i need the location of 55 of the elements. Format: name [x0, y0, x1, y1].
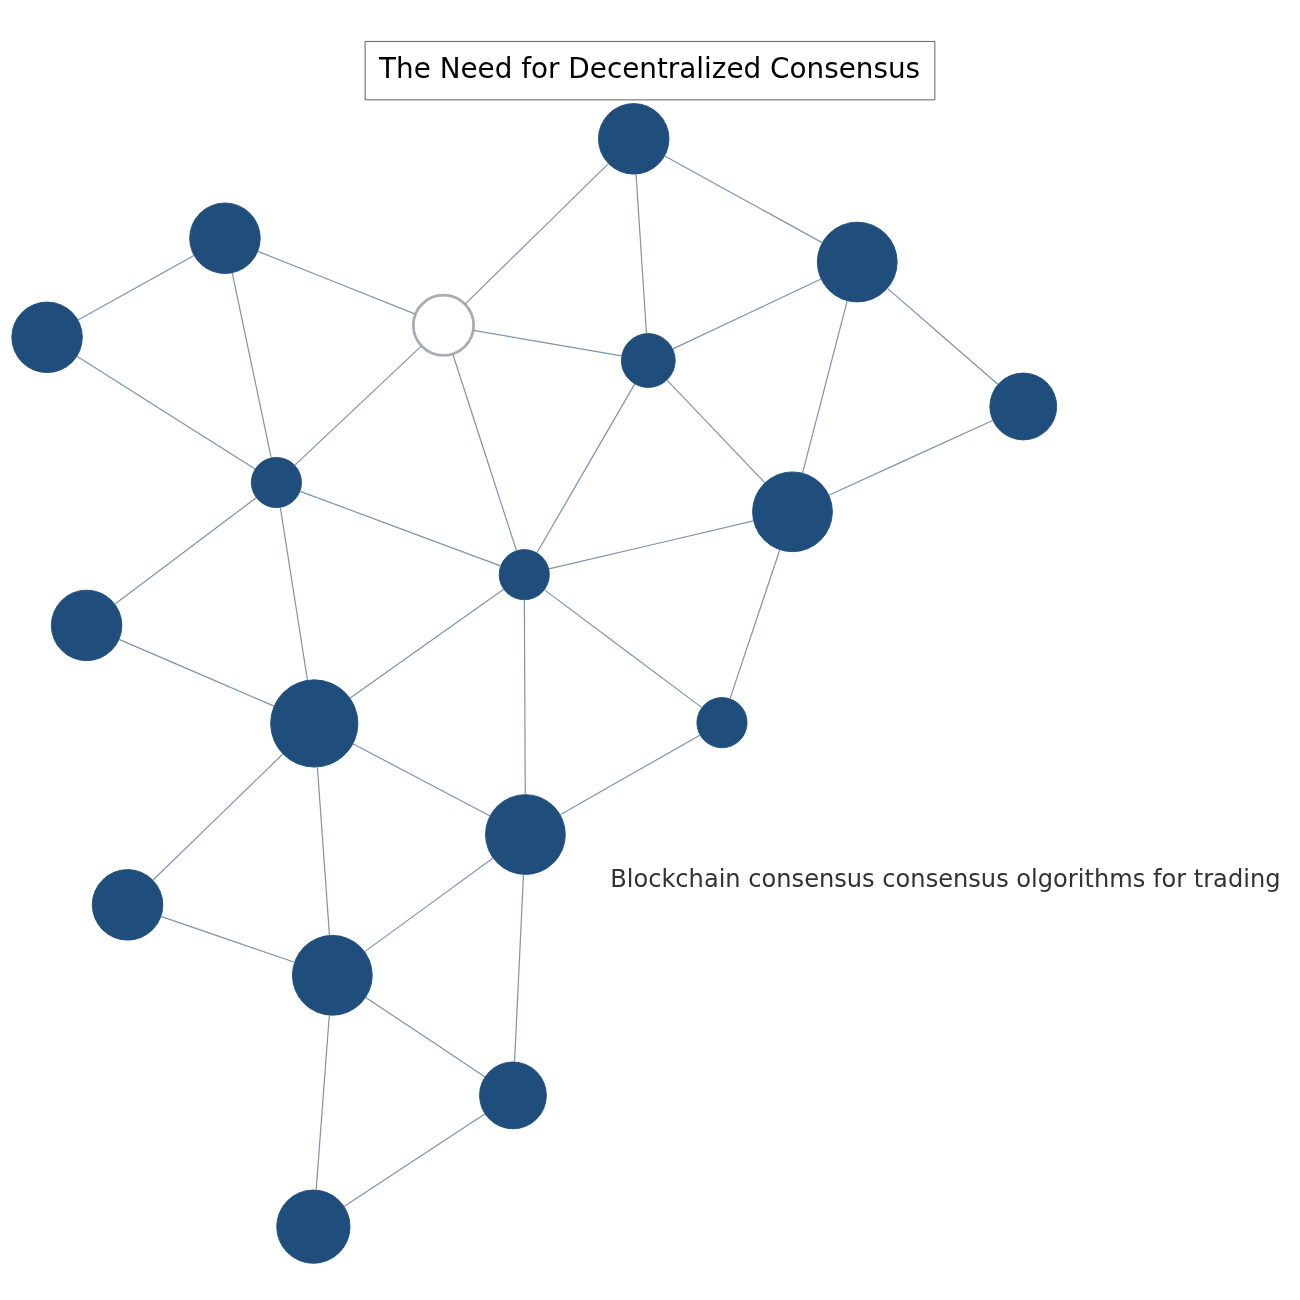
- node-person: [291, 934, 373, 1016]
- connector: [365, 996, 486, 1077]
- connector: [729, 548, 781, 699]
- connector: [257, 250, 416, 315]
- node-person: [270, 678, 359, 768]
- node-person: [620, 332, 676, 388]
- connector: [315, 1014, 330, 1191]
- connector: [294, 345, 422, 466]
- connector: [559, 733, 701, 815]
- connector: [635, 173, 648, 334]
- node-person: [250, 456, 302, 508]
- connector: [828, 419, 994, 496]
- connector: [343, 1112, 486, 1207]
- connector: [316, 765, 331, 936]
- connector: [76, 355, 256, 469]
- connector: [886, 287, 999, 385]
- node-person: [989, 372, 1058, 440]
- connector: [801, 299, 848, 474]
- connector: [464, 162, 610, 305]
- connector: [160, 915, 296, 963]
- label: Blockchain consensus consensus olgorithms for trading: [610, 864, 1281, 893]
- connector: [452, 352, 518, 551]
- connector: [548, 519, 755, 569]
- connector: [231, 271, 272, 458]
- connector: [114, 496, 257, 605]
- node-person: [189, 202, 261, 274]
- connector: [299, 490, 502, 566]
- connector: [472, 329, 623, 356]
- connector: [279, 506, 309, 681]
- connector: [672, 277, 822, 350]
- connector: [152, 753, 284, 881]
- diagram-title: The Need for Decentralized Consensus: [379, 51, 921, 85]
- connector: [664, 154, 823, 243]
- node-person: [816, 221, 898, 302]
- node-person: [276, 1189, 351, 1264]
- connector: [364, 856, 494, 952]
- node-person: [50, 589, 123, 661]
- connector: [513, 873, 525, 1062]
- connector: [118, 638, 275, 707]
- node-person: [498, 548, 550, 600]
- node-person: [485, 793, 566, 875]
- connector: [536, 382, 636, 554]
- connector: [77, 254, 195, 321]
- node-person: [11, 301, 83, 373]
- node-person: [479, 1061, 547, 1129]
- connector: [523, 598, 526, 795]
- connector: [352, 742, 491, 817]
- node-circle: [411, 293, 475, 357]
- node-person: [598, 102, 670, 175]
- connector: [543, 588, 703, 708]
- connector: [666, 379, 766, 483]
- node-person: [696, 696, 748, 748]
- node-person: [752, 470, 833, 552]
- connector: [349, 588, 505, 699]
- node-person: [91, 868, 164, 941]
